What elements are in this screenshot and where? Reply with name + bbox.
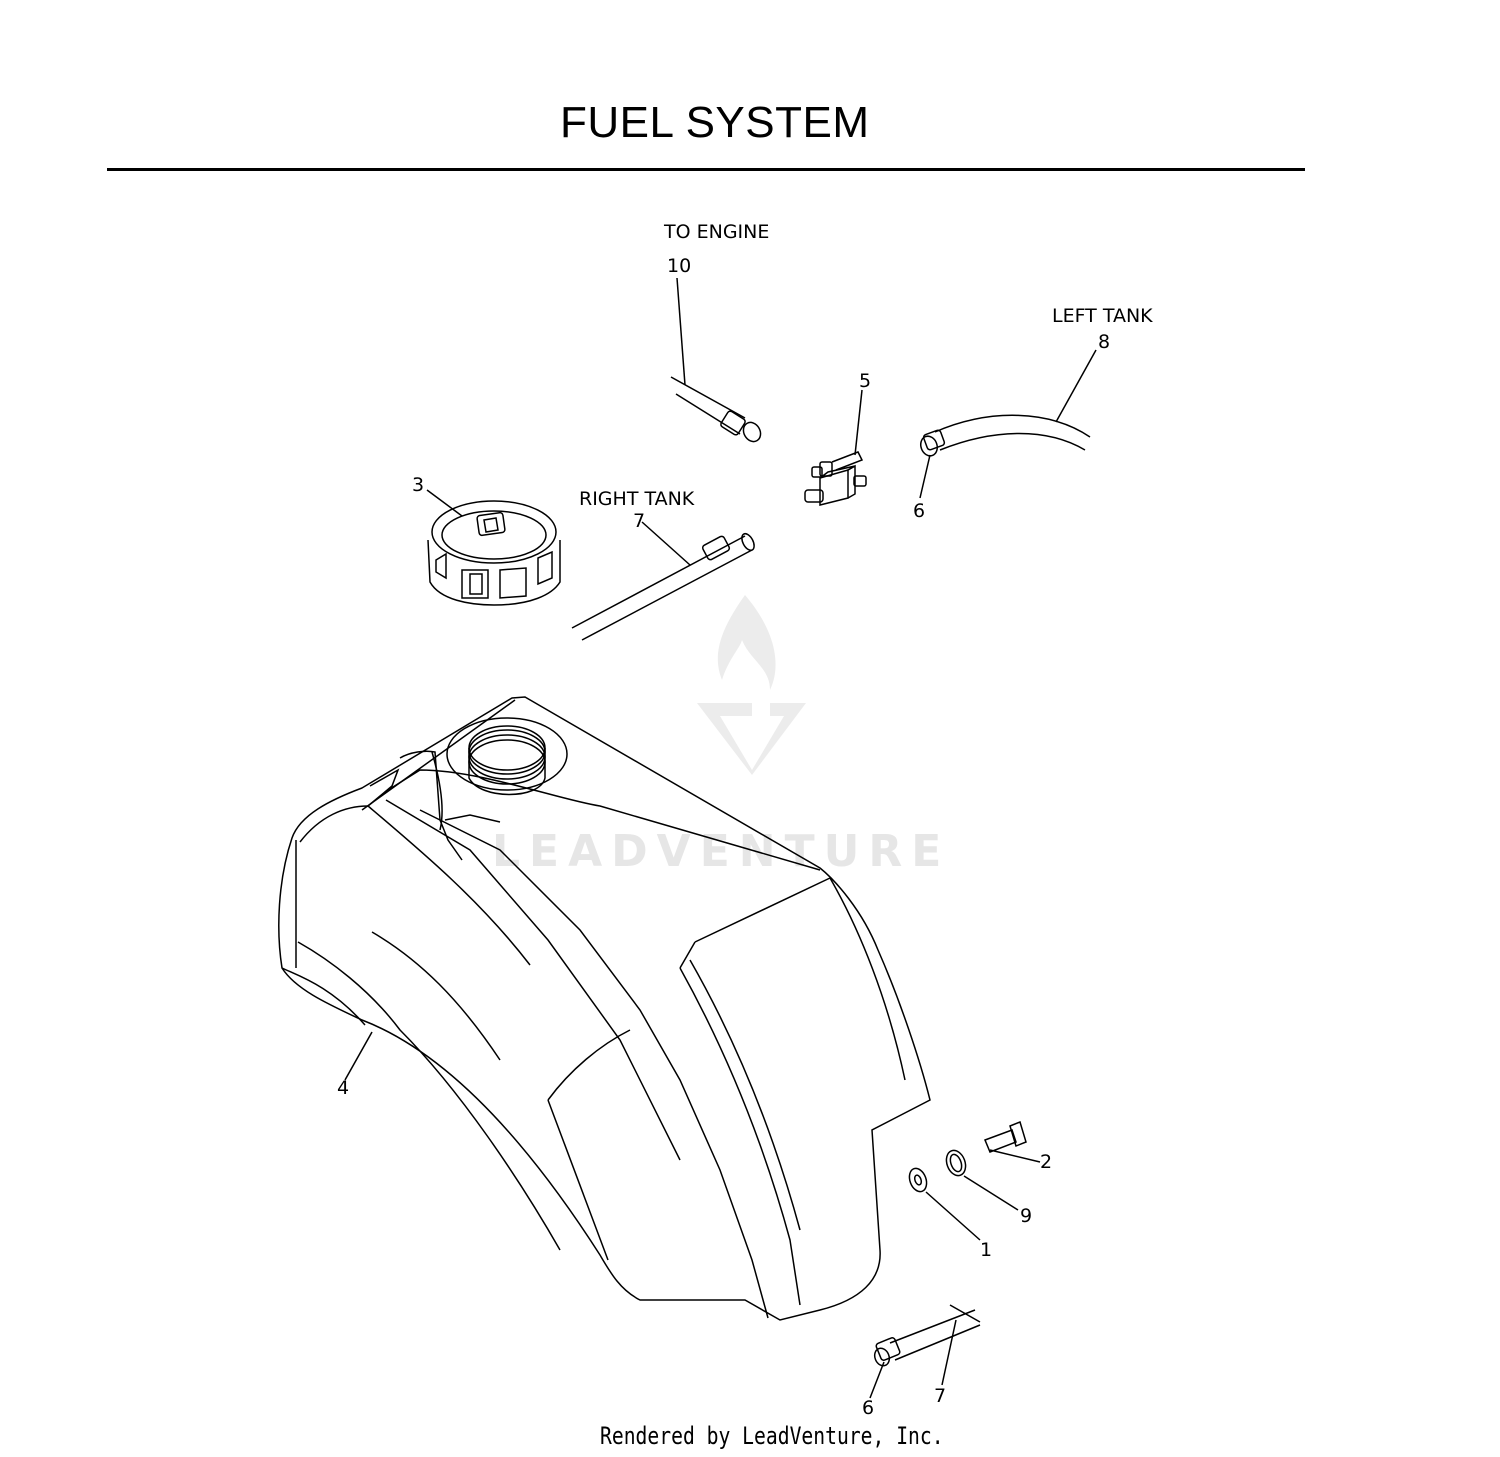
part-10-fuel-line (670, 277, 762, 443)
callout-10: 10 (667, 255, 691, 277)
label-left-tank: LEFT TANK (1052, 305, 1153, 327)
part-2-bolt (984, 1120, 1041, 1163)
callout-7-bottom: 7 (934, 1385, 946, 1407)
callout-6-top: 6 (913, 500, 925, 522)
footer-credit: Rendered by LeadVenture, Inc. (600, 1422, 944, 1450)
callout-6-bottom: 6 (862, 1397, 874, 1419)
part-3-fuel-cap (426, 489, 561, 606)
part-1-washer (908, 1167, 981, 1241)
label-right-tank: RIGHT TANK (579, 488, 695, 510)
callout-9: 9 (1020, 1205, 1032, 1227)
part-7-fuel-line-bottom (869, 1304, 981, 1399)
callout-3: 3 (412, 474, 424, 496)
label-to-engine: TO ENGINE (663, 221, 769, 243)
part-8-fuel-line (919, 349, 1097, 499)
callout-8: 8 (1098, 331, 1110, 353)
watermark: LEADVENTURE (492, 595, 950, 877)
part-5-fuel-valve (804, 389, 867, 506)
page-title: FUEL SYSTEM (560, 98, 870, 147)
part-9-washer (945, 1149, 1019, 1211)
callout-4: 4 (337, 1077, 349, 1099)
part-7-fuel-line-right (571, 521, 755, 641)
callout-1: 1 (980, 1239, 992, 1261)
flame-watermark-icon (717, 595, 776, 690)
part-4-fuel-tank (278, 696, 931, 1321)
watermark-text: LEADVENTURE (492, 826, 950, 877)
callout-7-top: 7 (633, 510, 645, 532)
callout-5: 5 (859, 370, 871, 392)
callout-2: 2 (1040, 1151, 1052, 1173)
title-rule (107, 168, 1305, 171)
v-watermark-icon (697, 703, 806, 775)
